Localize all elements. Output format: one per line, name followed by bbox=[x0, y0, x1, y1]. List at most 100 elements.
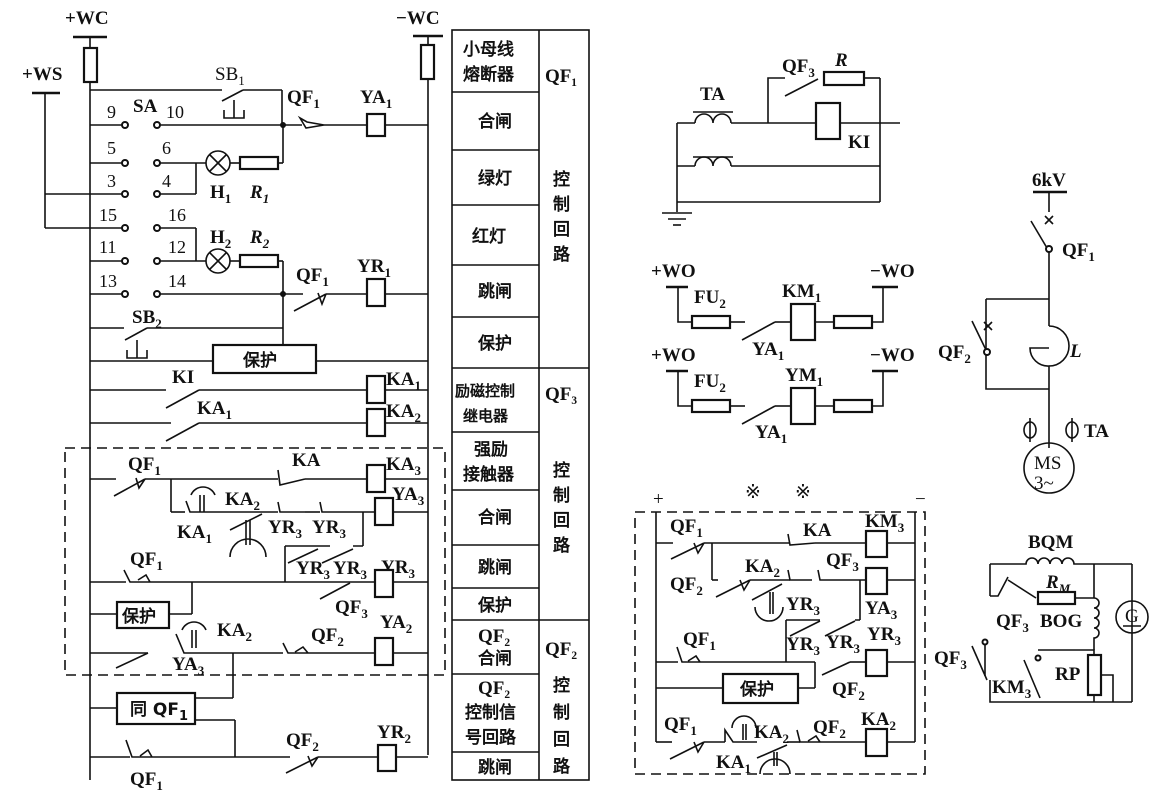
ya3-label: YA3 bbox=[172, 654, 205, 678]
qf1-label: QF1 bbox=[670, 516, 703, 540]
terminal-9: 9 bbox=[107, 102, 116, 122]
ya3-contact-delay bbox=[175, 633, 210, 654]
bog-label: BOG bbox=[1040, 611, 1082, 632]
time-delay-icon bbox=[229, 520, 267, 558]
sb1-label: SB1 bbox=[215, 64, 245, 88]
terminal bbox=[153, 159, 161, 167]
table-cell: 红灯 bbox=[472, 226, 506, 247]
qf2-breaker bbox=[971, 320, 987, 351]
ka2-coil bbox=[365, 407, 387, 438]
qf3-label: QF3 bbox=[996, 611, 1029, 635]
terminal bbox=[121, 190, 129, 198]
protection-label: 保护 bbox=[739, 679, 774, 700]
h1-lamp-icon bbox=[205, 150, 231, 176]
note-mark: ※ bbox=[745, 482, 761, 503]
qf-contact bbox=[115, 652, 149, 669]
terminal bbox=[121, 224, 129, 232]
qf1-contact-nc bbox=[123, 569, 152, 583]
yr3-label: YR3 bbox=[786, 634, 820, 658]
table-cell: 继电器 bbox=[463, 407, 509, 425]
terminal bbox=[121, 121, 129, 129]
resistor bbox=[832, 314, 874, 330]
bqm-winding bbox=[990, 557, 1132, 565]
ka2-label: KA2 bbox=[754, 722, 789, 746]
terminal-5: 5 bbox=[107, 138, 116, 158]
ta-label: TA bbox=[700, 84, 725, 105]
qf2-contact bbox=[821, 661, 851, 676]
terminal bbox=[121, 290, 129, 298]
svg-text:回: 回 bbox=[553, 220, 570, 240]
table-cell: 跳闸 bbox=[478, 557, 512, 578]
main-control-circuit: +WC −WC +WS SB1 SA 9 10 QF1 bbox=[22, 8, 446, 793]
h1-label: H1 bbox=[210, 182, 231, 206]
ka2-contact-nc bbox=[787, 569, 812, 581]
table-cell: 合闸 bbox=[478, 111, 512, 132]
table-cell: 跳闸 bbox=[478, 757, 512, 778]
terminal-3: 3 bbox=[107, 171, 116, 191]
ta-winding-2 bbox=[677, 156, 880, 167]
breaker-x-icon bbox=[1044, 215, 1054, 225]
svg-text:路: 路 bbox=[553, 244, 571, 265]
qf1-contact bbox=[113, 477, 146, 497]
group-title: QF₃ bbox=[545, 384, 577, 405]
group-title: QF₂ bbox=[545, 639, 577, 660]
wire bbox=[767, 77, 785, 123]
ya3-label: YA3 bbox=[392, 484, 425, 508]
ka1-label: KA1 bbox=[716, 752, 751, 776]
qf2-contact bbox=[285, 755, 319, 774]
yr3-label: YR3 bbox=[826, 632, 860, 656]
time-delay-icon bbox=[190, 486, 216, 512]
yr3-coil bbox=[864, 648, 889, 678]
ki-label: KI bbox=[848, 132, 870, 153]
yr3-label: YR3 bbox=[268, 517, 302, 541]
fu2-label: FU2 bbox=[694, 287, 726, 311]
r1-label: R1 bbox=[249, 182, 269, 206]
ya3-label: YA3 bbox=[865, 598, 898, 622]
qf1-label: QF1 bbox=[128, 454, 161, 478]
yr1-coil bbox=[365, 277, 387, 308]
table-cell: 合闸 bbox=[478, 648, 512, 669]
yr3-contact-2 bbox=[319, 501, 348, 513]
qf1-label: QF1 bbox=[130, 769, 163, 793]
qf2-label: QF2 bbox=[670, 574, 703, 598]
ym1-label: YM1 bbox=[785, 365, 823, 389]
terminal-13: 13 bbox=[99, 271, 117, 291]
qf1-contact-trip bbox=[293, 292, 327, 312]
note-mark: ※ bbox=[795, 482, 811, 503]
qf2-label: QF2 bbox=[938, 342, 971, 366]
ka1-contact-delay bbox=[185, 500, 215, 513]
reactor-l-icon bbox=[1029, 325, 1070, 389]
yr3-label: YR3 bbox=[786, 594, 820, 618]
ka-label: KA bbox=[803, 520, 832, 541]
yr1-label: YR1 bbox=[357, 256, 391, 280]
terminal-16: 16 bbox=[168, 205, 186, 225]
ki-contact bbox=[165, 389, 200, 409]
yr3-label: YR3 bbox=[867, 624, 901, 648]
terminal bbox=[121, 159, 129, 167]
sa-label: SA bbox=[133, 96, 158, 117]
table-cell: 合闸 bbox=[478, 507, 512, 528]
km3-label: KM3 bbox=[865, 511, 905, 535]
km3-coil bbox=[864, 529, 889, 559]
ct-icon bbox=[1023, 418, 1079, 442]
plus-label: + bbox=[653, 489, 664, 510]
motor-icon bbox=[1023, 442, 1075, 494]
svg-text:制: 制 bbox=[553, 485, 570, 506]
qf3-label: QF3 bbox=[335, 597, 368, 621]
terminal bbox=[153, 224, 161, 232]
terminal-14: 14 bbox=[168, 271, 186, 291]
generator-label: G bbox=[1125, 606, 1139, 627]
yr3-parallel-contacts bbox=[785, 619, 860, 662]
protection-label: 保护 bbox=[121, 606, 156, 627]
h2-lamp-icon bbox=[205, 248, 231, 274]
time-delay-icon bbox=[731, 715, 757, 740]
generator-icon bbox=[1115, 600, 1149, 634]
km3-label: KM3 bbox=[992, 677, 1032, 701]
r2-label: R2 bbox=[249, 227, 270, 251]
yr2-coil bbox=[376, 743, 398, 773]
ka2-label: KA2 bbox=[217, 620, 252, 644]
table-cell: 励磁控制 bbox=[455, 382, 515, 400]
terminal bbox=[153, 257, 161, 265]
minus-label: − bbox=[915, 489, 926, 510]
bus-plus-ws-label: +WS bbox=[22, 64, 62, 85]
